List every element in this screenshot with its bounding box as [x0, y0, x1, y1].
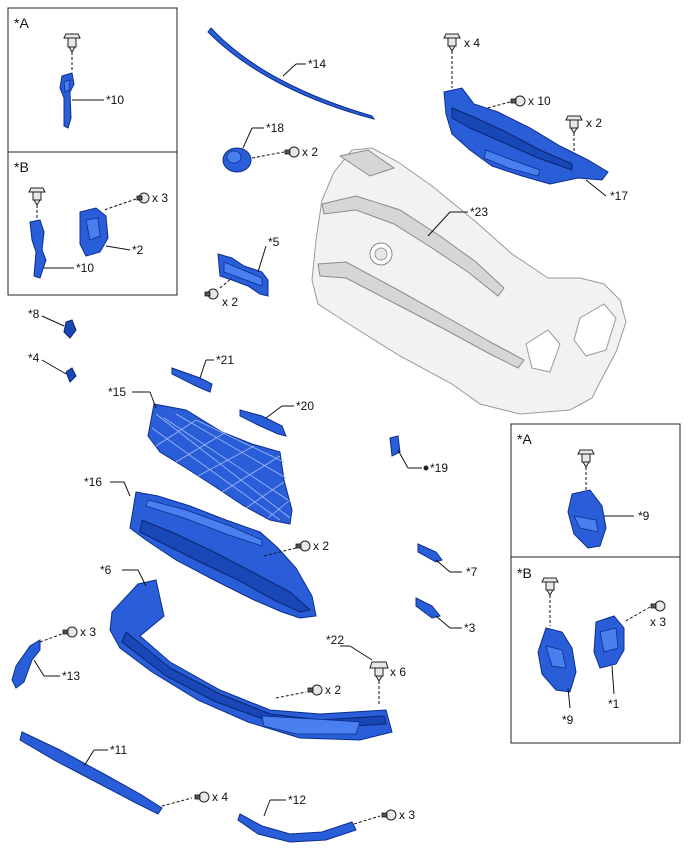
qty-rb-1: x 3 — [650, 615, 666, 629]
screw-icon — [204, 288, 219, 300]
screw-icon — [62, 626, 78, 638]
spoiler-insert-mesh — [261, 715, 361, 735]
part-7 — [417, 543, 443, 563]
inset-box-top-b — [7, 151, 178, 296]
fog-lamp-lens-b — [545, 645, 567, 669]
part-label-20: *20 — [296, 399, 314, 413]
inset-box-right-b — [510, 556, 681, 744]
part-label-2: *2 — [132, 243, 144, 257]
part-label-4: *4 — [28, 351, 40, 365]
clip-fastener-icon — [577, 449, 595, 468]
qty-17-screw: x 10 — [528, 94, 551, 108]
qty-17-clip2: x 2 — [586, 116, 602, 130]
bracket-highlight — [63, 79, 71, 93]
qty-17-clip: x 4 — [464, 36, 480, 50]
qty-5: x 2 — [222, 295, 238, 309]
cap-18-highlight — [226, 150, 242, 164]
part-label-16: *16 — [84, 475, 102, 489]
reinforcement-lower-rib — [483, 149, 541, 177]
clip-fastener-icon — [63, 33, 81, 53]
qty-12: x 3 — [399, 808, 415, 822]
qty-22: x 6 — [390, 665, 406, 679]
part-label-3: *3 — [464, 621, 476, 635]
inset-label-right-a: *A — [517, 431, 532, 447]
part-label-22: *22 — [326, 633, 344, 647]
screw-icon — [136, 192, 150, 204]
clip-fastener-icon — [28, 187, 46, 206]
moulding-20 — [239, 409, 287, 437]
clip-fastener-icon — [541, 577, 559, 596]
corner-opening — [573, 303, 617, 357]
clip-fastener-icon — [565, 115, 583, 134]
bracket-10-top — [59, 72, 75, 129]
lower-strip-11 — [19, 731, 163, 815]
inset-label-right-b: *B — [517, 565, 532, 581]
inset-box-top-a — [7, 7, 178, 153]
part-label-7: *7 — [466, 565, 478, 579]
bumper-top-edge — [338, 149, 396, 177]
part-label-17: *17 — [610, 189, 628, 203]
grille-mesh-pattern — [151, 413, 291, 521]
fog-lamp-lens-a — [573, 515, 599, 533]
screw-icon — [381, 809, 397, 821]
part-label-1: *1 — [608, 697, 620, 711]
bumper-upper-fold — [321, 195, 505, 297]
lower-grille-slot — [139, 519, 312, 613]
clip-fastener-icon — [369, 661, 389, 682]
lower-lip-12 — [237, 813, 357, 843]
reinforcement-rib — [451, 107, 573, 171]
screw-icon — [307, 684, 323, 696]
part-19 — [389, 435, 401, 457]
part-label-13: *13 — [62, 669, 80, 683]
bumper-lower-fold — [317, 261, 525, 369]
inset-label-top-a: *A — [14, 15, 29, 31]
part-label-11: *11 — [110, 743, 127, 757]
point-19 — [423, 465, 429, 471]
inset-label-top-b: *B — [14, 159, 29, 175]
bracket-10-b — [29, 219, 47, 279]
part-label-12: *12 — [288, 793, 306, 807]
part-label-6: *6 — [100, 563, 112, 577]
moulding-21 — [171, 367, 213, 393]
part-label-8: *8 — [28, 307, 40, 321]
part-label-10b: *10 — [76, 261, 94, 275]
upper-garnish-14 — [207, 27, 376, 120]
part-label-21: *21 — [216, 353, 234, 367]
part-label-14: *14 — [308, 57, 326, 71]
reinforcement-17 — [443, 87, 609, 185]
screw-icon — [510, 95, 526, 107]
lamp-bracket-1-face — [599, 627, 619, 653]
qty-16: x 2 — [313, 539, 329, 553]
part-label-9a: *9 — [638, 509, 650, 523]
plate-bracket-face — [223, 261, 263, 287]
part-label-9b: *9 — [562, 713, 574, 727]
lower-grille-top-lip — [145, 499, 263, 547]
qty-18: x 2 — [302, 145, 318, 159]
screw-icon — [295, 540, 311, 552]
qty-11: x 4 — [212, 790, 228, 804]
screw-icon — [194, 791, 210, 803]
part-label-5: *5 — [268, 235, 280, 249]
side-vent-opening — [525, 329, 561, 373]
side-bracket-13 — [11, 639, 41, 689]
part-label-15: *15 — [108, 385, 126, 399]
lower-spoiler-edge — [121, 631, 387, 729]
qty-13: x 3 — [80, 625, 96, 639]
part-label-19: *19 — [430, 461, 448, 475]
fog-lamp-inner — [374, 247, 388, 261]
part-label-10a: *10 — [106, 93, 124, 107]
clip-4 — [65, 367, 77, 383]
clip-8 — [63, 319, 77, 339]
screw-icon — [650, 600, 666, 612]
qty-b-2: x 3 — [152, 191, 168, 205]
part-label-18: *18 — [266, 121, 284, 135]
part-3 — [415, 597, 441, 619]
part-label-23: *23 — [470, 205, 488, 219]
lamp-bracket-face — [85, 217, 101, 241]
clip-fastener-icon — [443, 33, 461, 52]
qty-6: x 2 — [325, 683, 341, 697]
screw-icon — [284, 146, 300, 158]
